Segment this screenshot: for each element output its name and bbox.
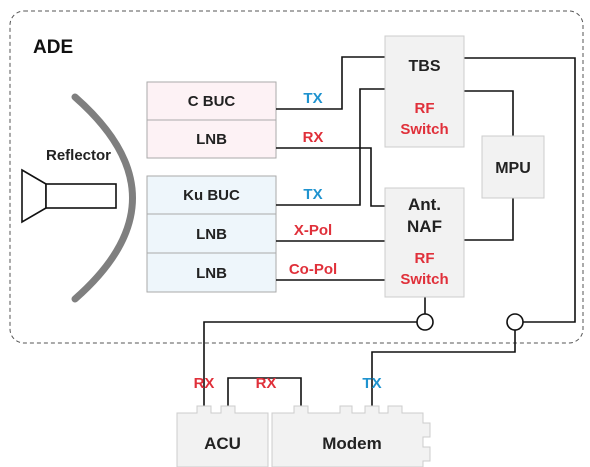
link-rx-label: RX: [256, 375, 277, 392]
modem-label: Modem: [322, 434, 382, 453]
ku-lnb-2-label: LNB: [196, 265, 227, 282]
modem-tx-label: TX: [362, 375, 381, 392]
rotary-joint-rx: [416, 313, 434, 331]
acu-label: ACU: [204, 434, 241, 453]
mpu-label: MPU: [495, 160, 531, 177]
tx-ku-label: TX: [303, 186, 322, 203]
tbs-block: [384, 35, 465, 148]
ku-lnb-1-label: LNB: [196, 226, 227, 243]
rotary-joint-tx: [506, 313, 524, 331]
rx-c-label: RX: [303, 129, 324, 146]
ant-naf-line1: Ant.: [408, 195, 441, 214]
mpu-block: [481, 135, 545, 199]
ant-naf-block: [384, 187, 465, 298]
modem-unit: [271, 405, 431, 467]
ku-buc-box: [146, 175, 277, 215]
ant-naf-switch-line2: Switch: [400, 271, 448, 288]
ku-lnb-1-box: [146, 213, 277, 254]
ade-boundary: [9, 10, 584, 344]
ku-buc-label: Ku BUC: [183, 187, 240, 204]
c-lnb-label: LNB: [196, 131, 227, 148]
co-pol-label: Co-Pol: [289, 261, 337, 278]
c-buc-box: [146, 81, 277, 121]
reflector-label: Reflector: [46, 147, 111, 164]
feed-horn-icon: [21, 168, 117, 224]
ant-naf-line2: NAF: [407, 217, 442, 236]
acu-rx-label: RX: [194, 375, 215, 392]
ade-title: ADE: [33, 37, 73, 58]
reflector-dish: [71, 93, 136, 303]
tbs-switch-line2: Switch: [400, 121, 448, 138]
tbs-switch-line1: RF: [415, 100, 435, 117]
connection-wires: [203, 56, 576, 406]
ku-lnb-2-box: [146, 252, 277, 293]
tx-c-label: TX: [303, 90, 322, 107]
c-buc-label: C BUC: [188, 93, 236, 110]
acu-unit: [176, 405, 269, 467]
x-pol-label: X-Pol: [294, 222, 332, 239]
tbs-label: TBS: [409, 58, 441, 75]
c-lnb-box: [146, 119, 277, 159]
ant-naf-switch-line1: RF: [415, 250, 435, 267]
